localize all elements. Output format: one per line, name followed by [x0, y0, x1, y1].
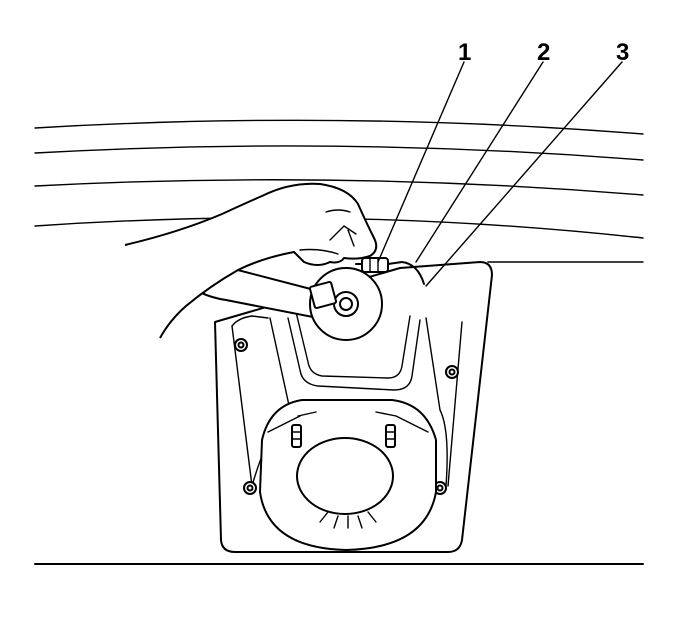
spare-tire [259, 399, 437, 551]
hand-illustration [124, 182, 378, 339]
callout-labels: 1 2 3 [458, 39, 629, 66]
callout-leader-lines [377, 61, 623, 287]
callout-1: 1 [458, 39, 471, 66]
mounting-bolts [234, 338, 459, 495]
actuator-connector [355, 257, 425, 285]
vehicle-body-lines [34, 119, 644, 263]
callout-3: 3 [616, 39, 629, 66]
callout-2: 2 [537, 39, 550, 66]
